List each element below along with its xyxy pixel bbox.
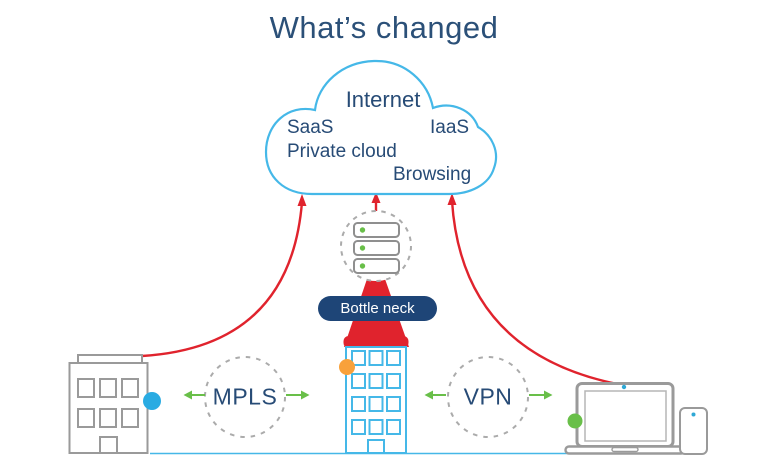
- smartphone-icon: [679, 407, 708, 455]
- branch-blue-dot-icon: [143, 392, 161, 410]
- browsing-label: Browsing: [393, 164, 472, 185]
- hq-orange-dot-icon: [339, 359, 355, 375]
- green-arrow-vpn-right-icon: [529, 390, 553, 400]
- red-curved-arrow-left-icon: [141, 194, 307, 358]
- green-arrow-mpls-right-icon: [286, 390, 310, 400]
- internet-label: Internet: [345, 87, 421, 112]
- red-curved-arrow-right-icon: [447, 193, 618, 386]
- iaas-label: IaaS: [430, 117, 470, 138]
- server-rack-icon: [340, 210, 412, 282]
- camera-dot-icon: [621, 384, 627, 390]
- mpls-label: MPLS: [212, 383, 278, 410]
- office-building-icon: [68, 354, 149, 454]
- red-arrow-middle-icon: [371, 192, 381, 212]
- cloud-icon: [264, 59, 498, 196]
- bottleneck-badge: Bottle neck: [318, 296, 437, 321]
- green-arrow-vpn-left-icon: [424, 390, 446, 400]
- building-red-roof-icon: [345, 346, 407, 454]
- vpn-label: VPN: [463, 383, 513, 410]
- laptop-icon: [564, 382, 686, 455]
- page-title: What’s changed: [269, 10, 499, 45]
- red-roof: [343, 336, 409, 348]
- saas-label: SaaS: [287, 117, 334, 138]
- laptop-green-dot-icon: [567, 413, 583, 429]
- bottleneck-label: Bottle neck: [340, 300, 415, 317]
- green-arrow-mpls-left-icon: [183, 390, 205, 400]
- private-cloud-label: Private cloud: [287, 141, 397, 162]
- phone-camera-dot-icon: [691, 412, 696, 417]
- vpn-circle: [447, 356, 529, 438]
- mpls-circle: [204, 356, 286, 438]
